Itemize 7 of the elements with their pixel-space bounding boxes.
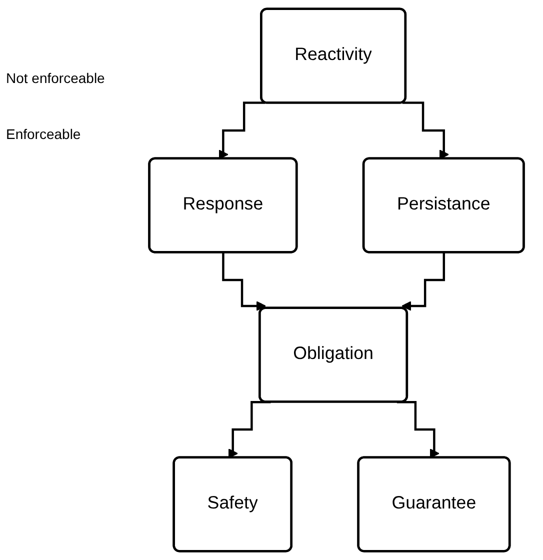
arrow: [218, 102, 266, 160]
arrow: [402, 102, 449, 160]
arrow: [402, 252, 446, 311]
region-label: Not enforceable: [6, 70, 105, 86]
arrow: [222, 252, 266, 311]
region-label: Enforceable: [6, 126, 82, 142]
arrow: [396, 401, 440, 458]
